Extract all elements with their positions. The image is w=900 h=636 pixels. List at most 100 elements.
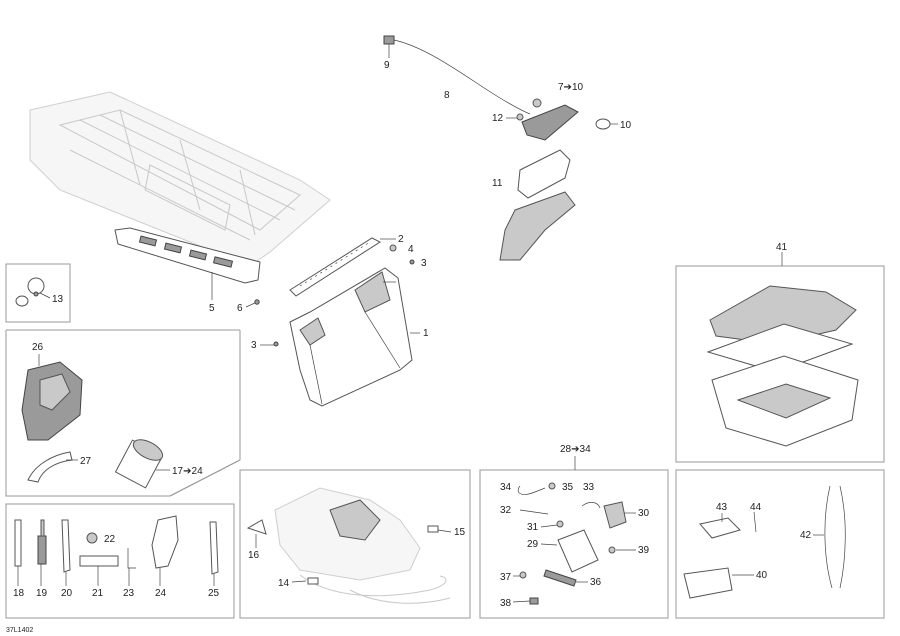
callout-25: 25: [208, 588, 220, 599]
part-15-decal: [427, 525, 439, 533]
callout-21: 21: [92, 588, 104, 599]
part-13-reflector: [15, 277, 45, 307]
part-17-24-toolbag: [114, 439, 164, 489]
callout-31: 31: [527, 522, 539, 533]
callout-41: 41: [776, 242, 788, 253]
callout-26: 26: [32, 342, 44, 353]
callout-36: 36: [590, 577, 602, 588]
callout-43: 43: [716, 502, 728, 513]
callout-7-10: 7➔10: [558, 82, 584, 93]
part-2-strip: [289, 237, 382, 297]
part-27-strap: [27, 451, 73, 483]
part-31: [556, 520, 564, 528]
callout-4: 4: [408, 244, 414, 255]
callout-14: 14: [278, 578, 290, 589]
part-41-gasket: [706, 323, 854, 373]
callout-44: 44: [750, 502, 762, 513]
callout-24: 24: [155, 588, 167, 599]
part-11-bracket: [499, 149, 576, 261]
callout-38: 38: [500, 598, 512, 609]
snowmobile-ghost: [274, 487, 451, 604]
part-41-base: [711, 355, 859, 447]
box-snowmobile: [239, 469, 471, 619]
part-40: [683, 567, 733, 599]
part-3-screw-a: [409, 259, 415, 265]
part-14-decal: [307, 577, 319, 585]
callout-37: 37: [500, 572, 512, 583]
box-41: [675, 265, 885, 463]
callout-11: 11: [492, 178, 503, 189]
part-22: [86, 532, 98, 544]
part-18: [14, 519, 22, 567]
part-6-screw: [254, 299, 260, 305]
callout-22: 22: [104, 534, 116, 545]
callout-33: 33: [583, 482, 595, 493]
part-42-elastic: [824, 485, 846, 589]
callout-39: 39: [638, 545, 650, 556]
part-9-connector: [383, 35, 395, 45]
callout-17-24: 17➔24: [172, 466, 203, 477]
part-7-lamp: [516, 98, 579, 141]
callout-13: 13: [52, 294, 64, 305]
part-29-plate: [557, 529, 599, 573]
box-18-25: [5, 503, 235, 619]
callout-12: 12: [492, 113, 504, 124]
box-40-44: [675, 469, 885, 619]
callout-1: 1: [423, 328, 429, 339]
part-39: [608, 546, 616, 554]
part-43: [699, 517, 741, 539]
callout-16: 16: [248, 550, 260, 561]
part-30-bracket: [603, 501, 627, 529]
callout-19: 19: [36, 588, 48, 599]
callout-40: 40: [756, 570, 768, 581]
part-35-nut: [548, 482, 556, 490]
part-23: [127, 548, 136, 569]
callout-6: 6: [237, 303, 243, 314]
callout-3a: 3: [421, 258, 427, 269]
part-5-rail: [114, 227, 261, 284]
callout-35: 35: [562, 482, 574, 493]
callout-20: 20: [61, 588, 73, 599]
callout-29: 29: [527, 539, 539, 550]
part-37: [519, 571, 527, 579]
part-4-washer: [389, 244, 397, 252]
part-21: [79, 555, 119, 567]
callout-9: 9: [384, 60, 390, 71]
callout-10: 10: [620, 120, 632, 131]
part-34-cable: [517, 485, 546, 495]
part-25: [209, 521, 219, 575]
box-28-34: [479, 469, 669, 619]
callout-27: 27: [80, 456, 92, 467]
callout-34: 34: [500, 482, 512, 493]
part-32: [519, 509, 549, 515]
part-1-mudflap: [289, 267, 413, 407]
part-36-strip: [543, 569, 577, 587]
callout-42: 42: [800, 530, 812, 541]
box-13: [5, 263, 71, 323]
callout-15: 15: [454, 527, 466, 538]
callouts: 1 2 4 3 3 5 6 7➔10 8 9 10 11 12 13 14 15…: [13, 44, 824, 609]
part-20: [61, 519, 71, 573]
part-38: [529, 597, 539, 605]
part-16-trim: [246, 519, 267, 535]
part-33-clip: [581, 502, 601, 509]
callout-30: 30: [638, 508, 650, 519]
callout-8: 8: [444, 90, 450, 101]
part-24: [151, 515, 179, 569]
tunnel-ghost: [29, 91, 331, 267]
callout-3b: 3: [251, 340, 257, 351]
part-3-screw-b: [273, 341, 279, 347]
callout-32: 32: [500, 505, 512, 516]
callout-28-34: 28➔34: [560, 444, 591, 455]
part-8-wire: [393, 39, 531, 115]
figure-code: 37L1402: [6, 627, 33, 634]
callout-23: 23: [123, 588, 135, 599]
callout-5: 5: [209, 303, 215, 314]
callout-18: 18: [13, 588, 25, 599]
part-26-bag: [21, 361, 83, 441]
part-41-lid: [709, 285, 857, 345]
part-44: [753, 511, 757, 533]
callout-2: 2: [398, 234, 404, 245]
part-19: [37, 519, 47, 565]
